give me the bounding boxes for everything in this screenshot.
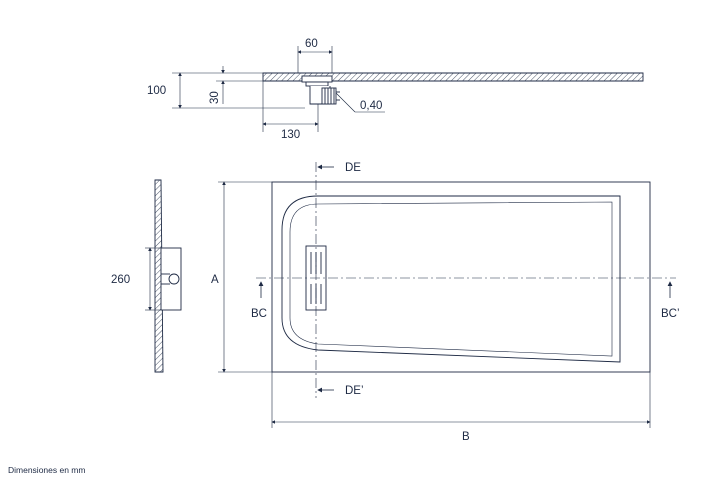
dim-260-line xyxy=(145,247,161,311)
label-de-prime: DE’ xyxy=(345,385,364,397)
drain-body xyxy=(301,75,340,105)
dim-130-line xyxy=(262,81,319,132)
label-de: DE xyxy=(345,162,361,174)
label-b: B xyxy=(462,431,470,443)
label-a: A xyxy=(211,274,219,286)
side-drain-outlet xyxy=(168,273,180,285)
dim-130-label: 130 xyxy=(281,129,300,141)
tray-inner-slope xyxy=(281,195,621,363)
top-section-labels: 60 100 30 0,40 130 xyxy=(147,38,382,141)
side-section-view xyxy=(145,179,182,373)
plan-view xyxy=(218,162,676,428)
side-slab-section xyxy=(154,179,164,373)
label-bc-prime: BC’ xyxy=(661,308,680,320)
tray-inner-slope-2 xyxy=(289,201,613,357)
dim-a-line xyxy=(218,181,272,373)
top-section-view xyxy=(172,46,644,132)
dim-100-line xyxy=(172,72,305,109)
dim-30-label: 30 xyxy=(209,91,221,104)
dim-slope-leader xyxy=(335,92,356,113)
tray-slab-section xyxy=(262,72,644,82)
dim-60-line xyxy=(297,46,333,73)
plan-labels: DE DE’ BC BC’ A B xyxy=(211,162,680,443)
dim-slope-label: 0,40 xyxy=(360,100,382,112)
units-caption: Dimensiones en mm xyxy=(8,465,86,475)
dim-60-label: 60 xyxy=(305,38,318,50)
label-bc: BC xyxy=(251,308,267,320)
dim-100-label: 100 xyxy=(147,85,166,97)
dim-30-line xyxy=(216,66,263,104)
dim-260-label: 260 xyxy=(111,274,130,286)
dim-b-line xyxy=(271,372,651,428)
tray-outline xyxy=(271,181,651,373)
